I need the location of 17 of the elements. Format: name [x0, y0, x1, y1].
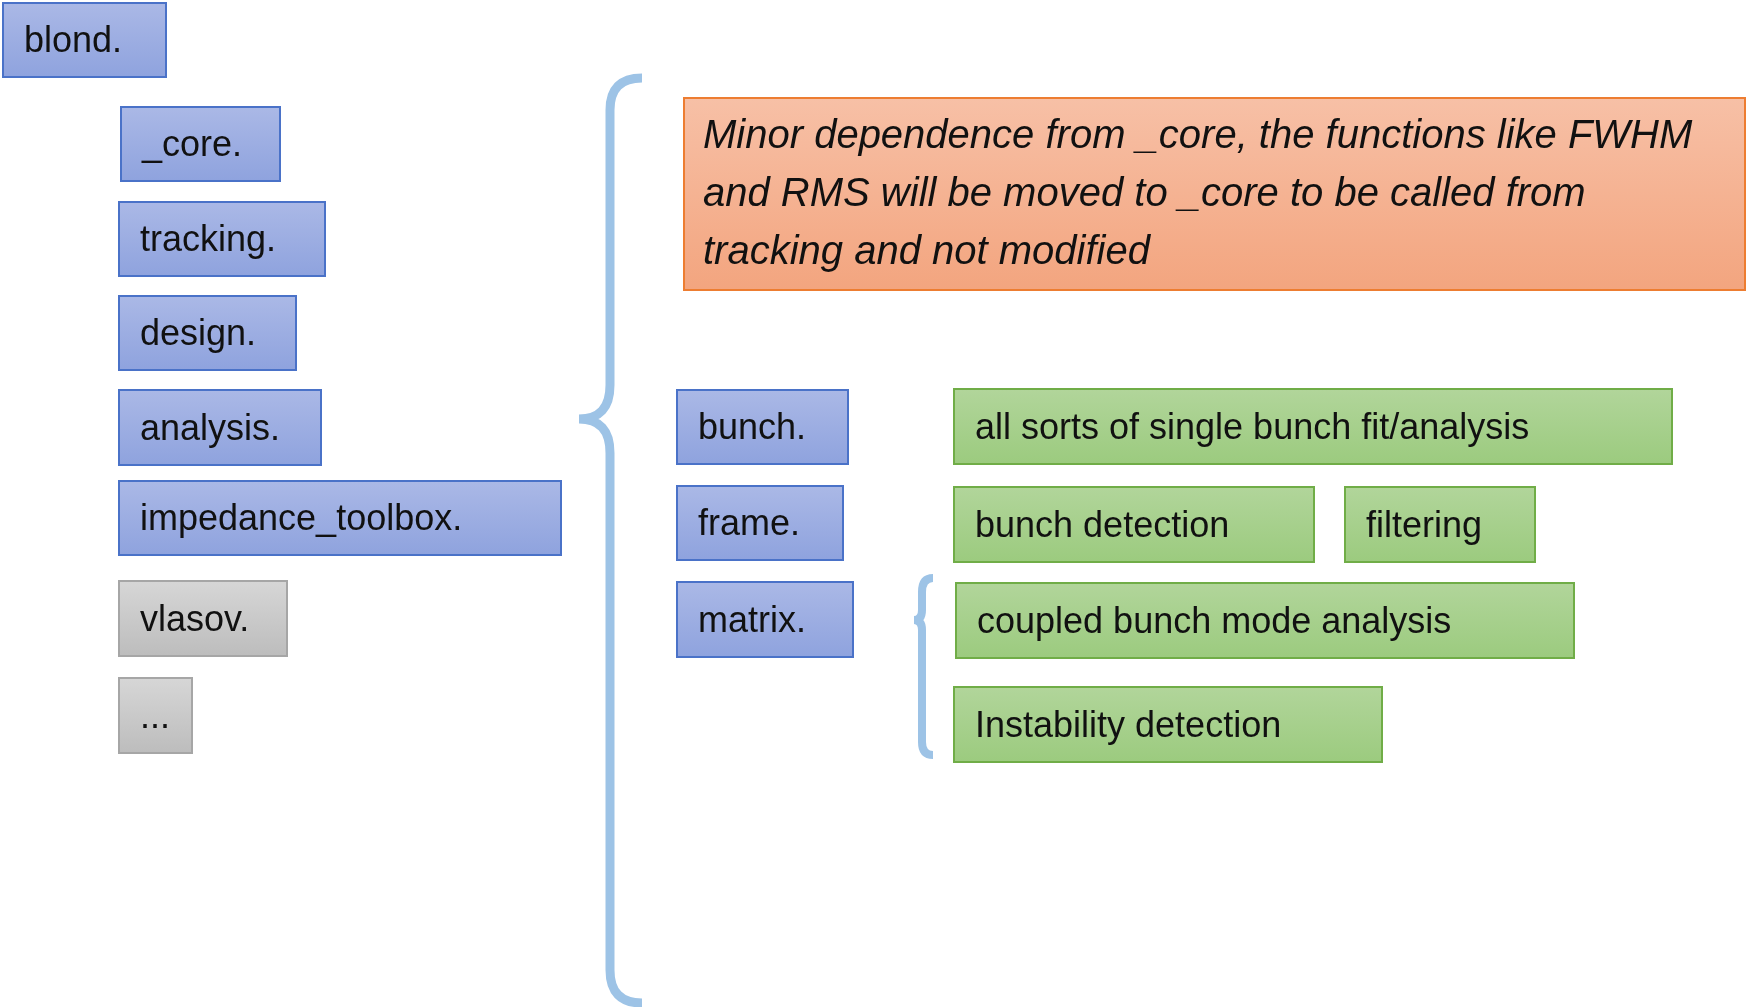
module-box: blond. — [2, 2, 167, 78]
feature-box: all sorts of single bunch fit/analysis — [953, 388, 1673, 465]
note-box: Minor dependence from _core, the functions like FWHM and RMS will be moved to _core to be called from tracking and not modified — [683, 97, 1746, 291]
module-box: vlasov. — [118, 580, 288, 657]
module-box: design. — [118, 295, 297, 371]
module-box: frame. — [676, 485, 844, 561]
module-box: matrix. — [676, 581, 854, 658]
feature-box: Instability detection — [953, 686, 1383, 763]
module-box: _core. — [120, 106, 281, 182]
module-box: analysis. — [118, 389, 322, 466]
feature-box: coupled bunch mode analysis — [955, 582, 1575, 659]
feature-box: bunch detection — [953, 486, 1315, 563]
feature-box: filtering — [1344, 486, 1536, 563]
module-box: tracking. — [118, 201, 326, 277]
module-box: ... — [118, 677, 193, 754]
module-box: impedance_toolbox. — [118, 480, 562, 556]
module-box: bunch. — [676, 389, 849, 465]
